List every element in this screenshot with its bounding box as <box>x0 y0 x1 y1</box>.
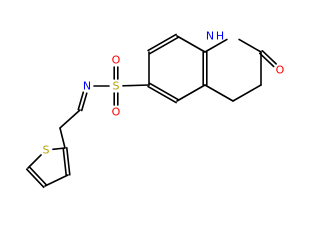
bond-C8-C7 <box>147 33 177 52</box>
bond-C2-O2 <box>258 52 275 68</box>
bond-CH2-T2 <box>59 127 66 149</box>
molecule-diagram: O N H S O O N S <box>25 30 285 189</box>
bond-Nim-Cim <box>80 92 88 112</box>
bond-C6-C5 <box>149 82 179 101</box>
bond-C2-N1 <box>238 38 262 53</box>
atom-labels: O N H S O O N S <box>43 30 285 157</box>
bond-T4-T5 <box>28 165 48 186</box>
bond-T4-T5 <box>25 168 45 189</box>
sulfonyl-oxygen-lower-label: O <box>112 106 121 119</box>
imine-nitrogen-label: N <box>83 80 91 93</box>
bond-T3-T4 <box>44 174 69 187</box>
sulfonyl-oxygen-upper-label: O <box>112 54 121 67</box>
bond-C6-S <box>122 84 150 87</box>
carbonyl-oxygen-label: O <box>276 64 285 77</box>
bond-C4-C3 <box>232 84 262 102</box>
bond-T2-T3 <box>65 147 71 176</box>
bond-C5-C4a <box>176 84 206 102</box>
bond-Nim-Cim <box>77 91 85 111</box>
bond-lines <box>25 33 277 189</box>
bond-T5-ST <box>27 154 42 169</box>
sulfonyl-sulfur-label: S <box>113 80 120 93</box>
bond-C8a-C8 <box>176 35 206 53</box>
bond-Cim-CH2 <box>59 109 81 129</box>
thiophene-sulfur-label: S <box>43 144 50 157</box>
bond-N1-C8a <box>204 38 228 53</box>
amide-hydrogen-label: H <box>216 30 224 43</box>
amide-nitrogen-label: N <box>206 30 214 43</box>
bond-C6-C5 <box>147 85 177 104</box>
bond-T2-T3 <box>62 147 68 176</box>
bond-ST-T2 <box>52 147 66 151</box>
bond-C8-C7 <box>149 36 179 55</box>
bond-C2-O2 <box>261 49 277 65</box>
bond-C4a-C4 <box>204 84 234 102</box>
